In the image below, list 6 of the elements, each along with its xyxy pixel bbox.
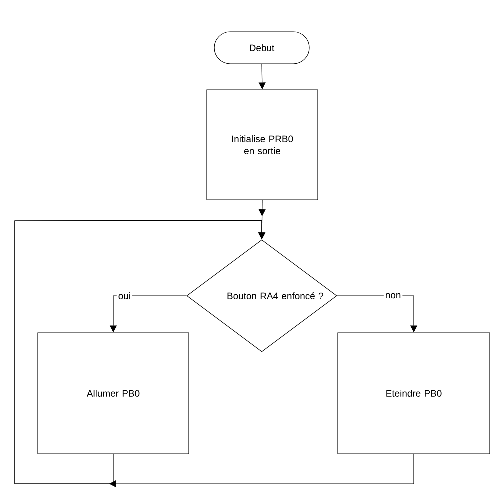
process-box: Initialise PRB0 en sortie bbox=[206, 90, 318, 200]
process-box: Eteindre PB0 bbox=[338, 332, 490, 454]
process-box: Allumer PB0 bbox=[38, 332, 190, 454]
edge-label: non bbox=[384, 292, 403, 300]
arrow bbox=[14, 220, 414, 488]
edge-label: oui bbox=[116, 291, 133, 301]
